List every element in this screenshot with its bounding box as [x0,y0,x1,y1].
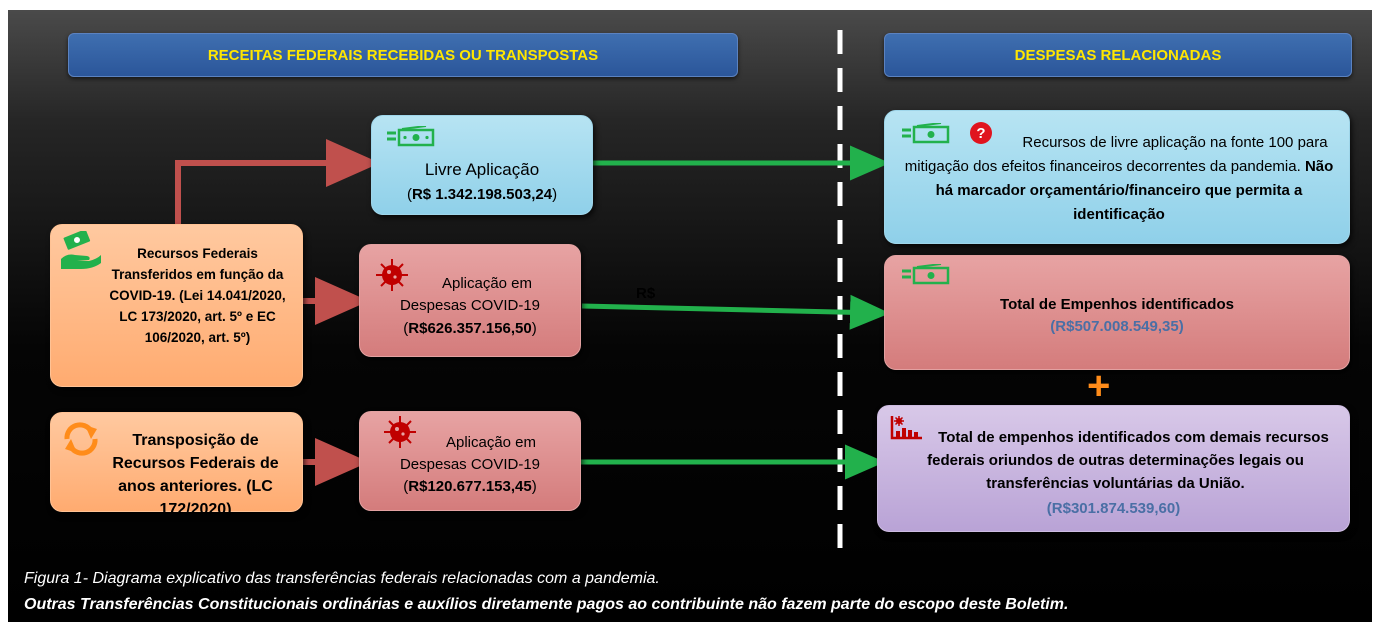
transposicao-text: Transposição de Recursos Federais de ano… [112,432,279,518]
svg-text:?: ? [976,125,985,142]
covid1-value: R$626.357.156,50 [408,320,532,337]
livre-desc-part2: Não há marcador orçamentário/financeiro … [935,158,1334,223]
chart-bars-icon [890,416,922,440]
livre-desc-text: Recursos de livre aplicação na fonte 100… [903,131,1335,227]
demais-recursos-box: Total de empenhos identificados com dema… [877,405,1350,532]
arrow-covid1-to-empenhos [581,294,890,330]
demais-value: (R$301.874.539,60) [1046,500,1181,517]
livre-value-wrap: (R$ 1.342.198.503,24) [406,186,558,203]
covid1-line1: Aplicação em [441,275,533,292]
money-icon [902,123,950,144]
empenhos-box: Total de Empenhos identificados (R$507.0… [884,255,1350,370]
covid1-line2: Despesas COVID-19 [399,297,541,314]
livre-desc-part1: Recursos de livre aplicação na fonte 100… [904,134,1328,175]
transposicao-box: Transposição de Recursos Federais de ano… [50,412,303,518]
livre-description-box: ? Recursos de livre aplicação na fonte 1… [884,110,1350,244]
header-despesas: DESPESAS RELACIONADAS [884,33,1352,77]
money-icon [902,264,950,285]
plus-sign: + [1087,364,1111,408]
virus-icon [384,416,416,448]
empenhos-title: Total de Empenhos identificados [1000,296,1234,313]
question-icon: ? [970,122,992,144]
covid-aplicacao-box-1: Aplicação em Despesas COVID-19 (R$626.35… [359,244,581,357]
refresh-icon [64,422,98,456]
covid2-line1: Aplicação em [445,434,537,451]
virus-icon [376,259,408,291]
recursos-federais-box: Recursos Federais Transferidos em função… [50,224,303,387]
header-receitas: RECEITAS FEDERAIS RECEBIDAS OU TRANSPOST… [68,33,738,77]
covid2-line2: Despesas COVID-19 [399,456,541,473]
arrow-recursos-to-livre [175,139,380,224]
money-hand-icon [61,231,101,269]
stray-rs-label: R$ [636,285,656,302]
figure-caption: Figura 1- Diagrama explicativo das trans… [24,570,660,587]
livre-value: R$ 1.342.198.503,24 [411,186,553,203]
covid1-value-wrap: (R$626.357.156,50) [403,320,537,337]
scope-note: Outras Transferências Constitucionais or… [24,596,1069,613]
demais-title: Total de empenhos identificados com dema… [927,429,1329,492]
money-icon [387,126,435,147]
covid2-value-wrap: (R$120.677.153,45) [403,478,537,495]
livre-aplicacao-box: Livre Aplicação (R$ 1.342.198.503,24) [371,115,593,215]
livre-title: Livre Aplicação [424,160,540,179]
empenhos-value: (R$507.008.549,35) [1050,318,1184,335]
recursos-text: Recursos Federais Transferidos em função… [109,246,286,345]
covid-aplicacao-box-2: Aplicação em Despesas COVID-19 (R$120.67… [359,411,581,511]
covid2-value: R$120.677.153,45 [408,478,532,495]
